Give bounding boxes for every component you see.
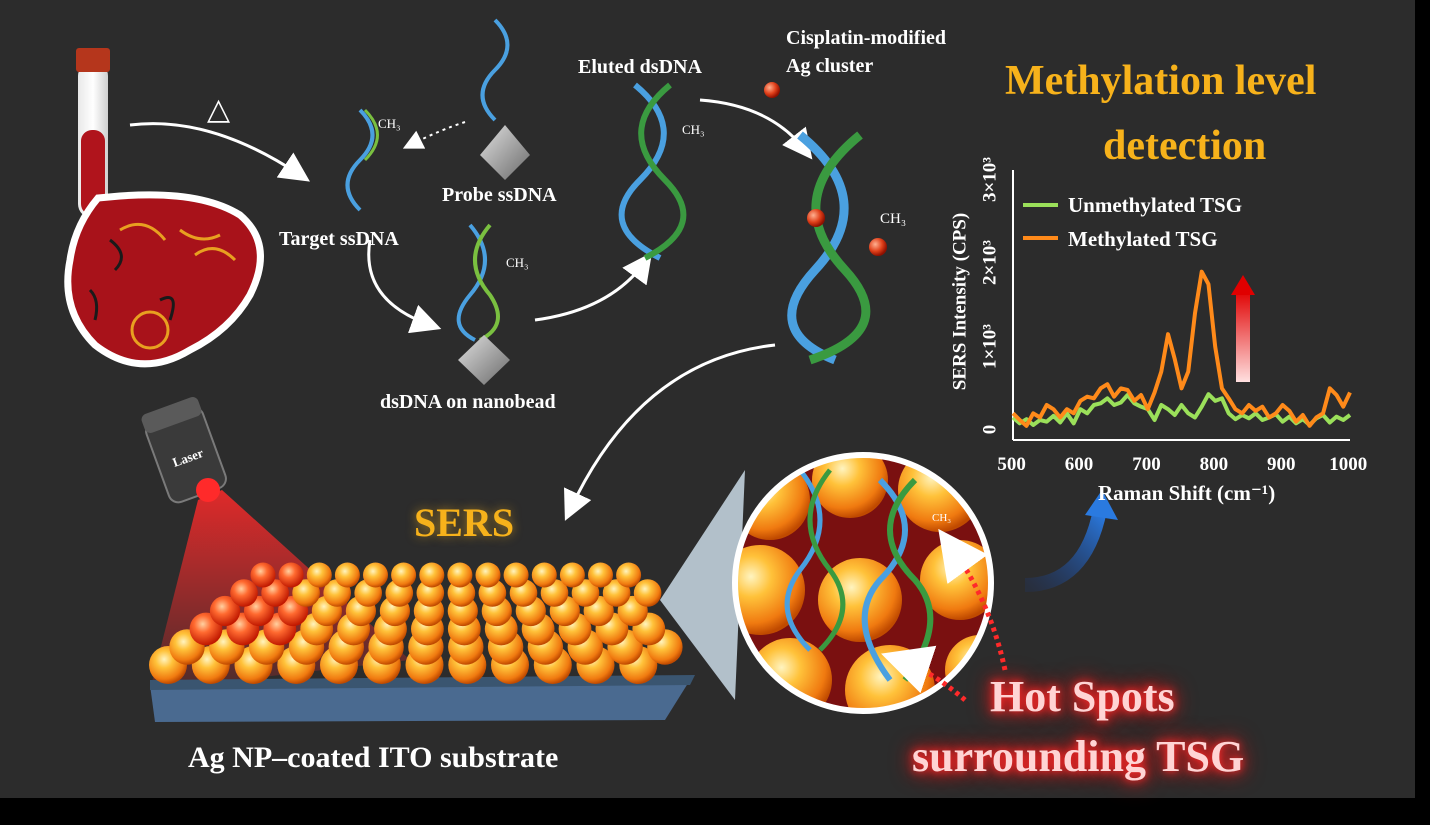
ag-nanoparticle: [633, 579, 662, 607]
hotspot-label-line2: surrounding TSG: [912, 732, 1245, 781]
series-line-methylated: [1011, 269, 1352, 428]
x-tick-label: 800: [1199, 454, 1229, 475]
ag-nanoparticle: [447, 562, 473, 588]
hotspot-arrow: [938, 528, 1008, 671]
ag-cluster-icon: [869, 238, 887, 256]
x-axis-label: Raman Shift (cm⁻¹): [1098, 481, 1276, 505]
result-arrow-head: [1085, 490, 1118, 520]
hotspot-arrow: [881, 645, 967, 702]
elute-arrow: [534, 252, 653, 322]
ag-nanoparticle: [363, 562, 388, 588]
y-tick-label: 0: [979, 424, 1001, 435]
title-line1: Methylation level: [1005, 58, 1317, 104]
ag-nanoparticle: [559, 562, 585, 588]
ag-nanoparticle: [250, 562, 276, 588]
ch3-label: CH₃: [506, 255, 529, 270]
legend-unmethylated: Unmethylated TSG: [1068, 193, 1243, 217]
hybridize-arrow: [367, 239, 442, 334]
heat-arrow: [129, 122, 310, 182]
target-ssdna-icon: [345, 108, 379, 212]
ch3-label: CH₃: [880, 211, 907, 227]
ag-nanoparticle: [230, 579, 258, 607]
ag-nanoparticle: [571, 579, 600, 607]
blood-tube-icon: [76, 48, 110, 218]
ch3-label: CH₃: [682, 122, 705, 137]
raman-chart: [1011, 170, 1352, 441]
nanobead-icon: [458, 335, 510, 385]
ag-nanoparticle: [419, 562, 445, 588]
increase-arrow: [1236, 290, 1250, 382]
zoom-circle-border: [732, 452, 994, 714]
ag-cluster-icon: [764, 82, 780, 98]
cisplatin-label-line1: Cisplatin-modified: [786, 27, 947, 49]
sers-label: SERS: [414, 500, 515, 545]
hotspot-label-line1: Hot Spots: [990, 672, 1175, 721]
ag-nanoparticle: [475, 562, 501, 588]
substrate-label: Ag NP–coated ITO substrate: [188, 741, 559, 774]
title-line2: detection: [1103, 123, 1267, 169]
x-tick-label: 1000: [1329, 454, 1368, 475]
blood-sample-blob: [64, 191, 264, 368]
target-ssdna-label: Target ssDNA: [279, 228, 399, 250]
dsdna-nanobead-icon: [456, 223, 500, 342]
x-tick-label: 500: [997, 454, 1026, 475]
ag-np-array: [149, 562, 683, 684]
zoom-cone: [660, 470, 745, 700]
y-tick-label: 1×10³: [979, 323, 1001, 369]
nanobead-label: dsDNA on nanobead: [380, 391, 556, 413]
laser-icon: [141, 397, 227, 504]
heat-icon: △: [207, 93, 231, 126]
ag-nanoparticle: [306, 562, 332, 588]
probe-nanobead-icon: [480, 125, 530, 180]
x-tick-label: 900: [1267, 454, 1296, 475]
legend-methylated: Methylated TSG: [1068, 227, 1218, 251]
ag-nanoparticle: [531, 562, 557, 588]
ag-nanoparticle-zoom: [748, 638, 832, 711]
ag-cluster-icon: [807, 209, 825, 227]
ag-nanoparticle: [503, 562, 529, 588]
ag-nanoparticle: [209, 595, 241, 627]
cisplatin-label-line2: Ag cluster: [786, 55, 874, 77]
x-tick-label: 700: [1132, 454, 1161, 475]
ag-nanoparticle: [278, 562, 304, 588]
increase-arrow-head: [1231, 275, 1255, 295]
y-tick-label: 2×10³: [979, 240, 1001, 286]
probe-arrow: [402, 121, 466, 149]
result-arrow: [1024, 508, 1107, 592]
probe-ssdna-label: Probe ssDNA: [442, 184, 557, 206]
y-axis-label: SERS Intensity (CPS): [949, 212, 971, 391]
cisplatin-dsdna-icon: [787, 131, 871, 365]
ag-nanoparticle: [391, 562, 417, 588]
eluted-dsdna-label: Eluted dsDNA: [578, 56, 702, 78]
ag-nanoparticle: [292, 579, 320, 607]
ag-nanoparticle: [334, 562, 360, 588]
ch3-label: CH₃: [932, 512, 952, 524]
eluted-dsdna-icon: [618, 82, 687, 261]
detection-arrow: [564, 343, 776, 521]
probe-ssdna-icon: [480, 18, 510, 122]
ch3-label: CH₃: [378, 116, 401, 131]
y-tick-label: 3×10³: [979, 156, 1001, 203]
ag-nanoparticle: [616, 562, 642, 588]
hotspot-zoom: [735, 455, 991, 711]
ag-nanoparticle: [588, 562, 613, 588]
bind-arrow: [699, 98, 813, 160]
x-tick-label: 600: [1064, 454, 1094, 475]
